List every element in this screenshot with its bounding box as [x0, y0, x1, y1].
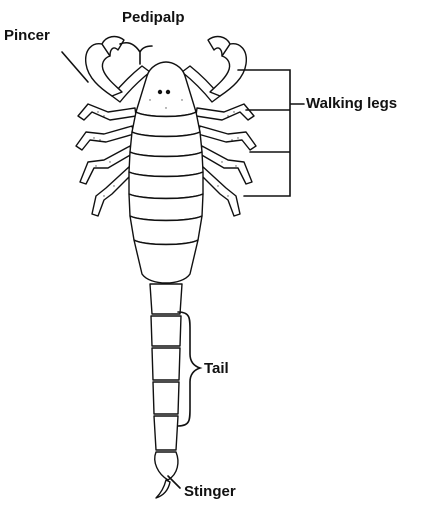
right-eye — [166, 90, 170, 94]
left-leg-1 — [78, 104, 136, 120]
pincer-label: Pincer — [4, 28, 50, 43]
pincer-leader — [62, 52, 88, 82]
left-eye — [158, 90, 162, 94]
tail-brace — [178, 312, 200, 426]
tail-segment-3 — [152, 348, 180, 380]
tail-segment-5 — [154, 416, 178, 450]
tail-label: Tail — [204, 361, 229, 376]
walking-legs-label: Walking legs — [306, 96, 397, 111]
pedipalp-label: Pedipalp — [122, 10, 185, 25]
tail-segment-2 — [151, 316, 181, 346]
right-leg-2 — [198, 126, 256, 150]
abdomen-segment-7 — [134, 240, 198, 283]
left-leg-2 — [76, 126, 134, 150]
stinger-bulb — [155, 452, 178, 480]
left-leg-4 — [92, 166, 132, 216]
abdomen-segment-4 — [129, 172, 203, 199]
stinger-label: Stinger — [184, 484, 236, 499]
abdomen-segment-6 — [130, 216, 202, 245]
abdomen-segment-5 — [129, 194, 203, 221]
tail-segment-4 — [153, 382, 179, 414]
tail-segment-1 — [150, 284, 182, 314]
pedipalp-brace — [120, 43, 152, 64]
right-leg-4 — [200, 166, 240, 216]
left-pincer — [86, 44, 122, 96]
right-leg-1 — [196, 104, 254, 120]
stinger-barb — [156, 480, 170, 498]
